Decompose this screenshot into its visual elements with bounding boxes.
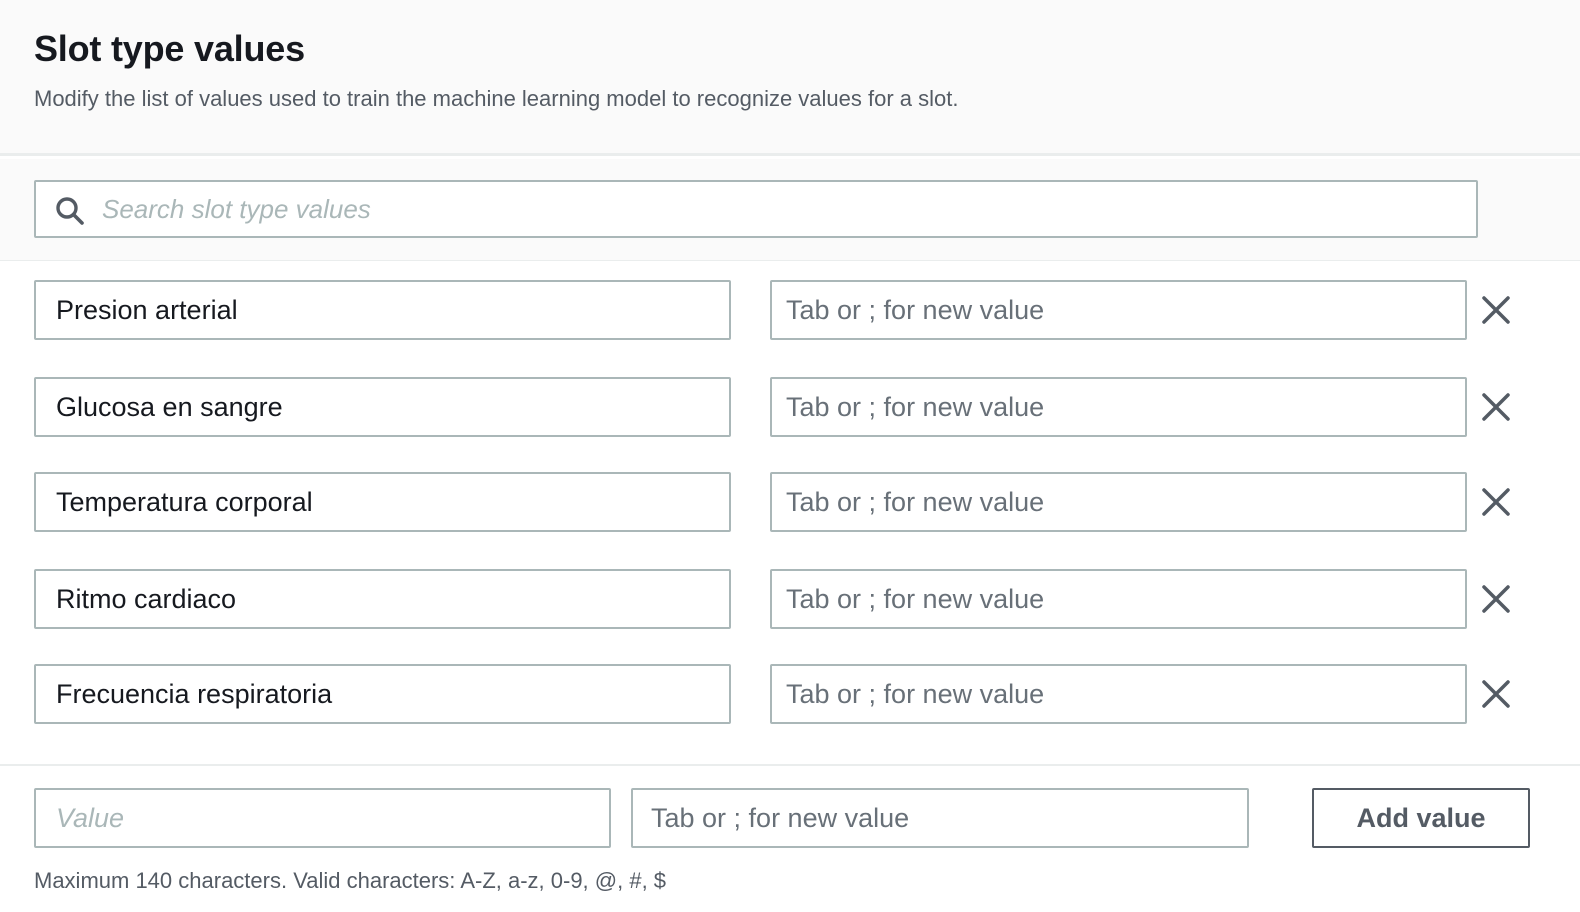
new-value-field-wrapper (34, 788, 611, 848)
constraint-hint: Maximum 140 characters. Valid characters… (34, 868, 667, 893)
synonyms-field-wrapper (770, 280, 1467, 340)
new-synonyms-field-wrapper (631, 788, 1249, 848)
add-value-section: Add value Maximum 140 characters. Valid … (0, 764, 1580, 912)
section-title: Slot type values (34, 28, 305, 69)
synonyms-field-wrapper (770, 377, 1467, 437)
search-input[interactable] (102, 182, 1462, 236)
value-field-wrapper (34, 280, 731, 340)
search-box[interactable] (34, 180, 1478, 238)
remove-value-button[interactable] (1476, 674, 1516, 714)
synonyms-input[interactable] (772, 666, 1465, 722)
search-section (0, 159, 1580, 261)
slot-value-row (0, 664, 1580, 724)
synonyms-input[interactable] (772, 571, 1465, 627)
search-icon (56, 197, 84, 225)
slot-value-row (0, 569, 1580, 629)
synonyms-input[interactable] (772, 282, 1465, 338)
remove-value-button[interactable] (1476, 482, 1516, 522)
close-icon (1482, 488, 1510, 516)
slot-value-row (0, 472, 1580, 532)
value-field-wrapper (34, 664, 731, 724)
value-field-wrapper (34, 472, 731, 532)
close-icon (1482, 585, 1510, 613)
value-field-wrapper (34, 377, 731, 437)
new-value-input[interactable] (36, 790, 609, 846)
remove-value-button[interactable] (1476, 290, 1516, 330)
slot-value-input[interactable] (36, 282, 729, 338)
new-synonyms-input[interactable] (633, 790, 1247, 846)
section-description: Modify the list of values used to train … (34, 86, 959, 111)
slot-value-input[interactable] (36, 474, 729, 530)
remove-value-button[interactable] (1476, 579, 1516, 619)
synonyms-field-wrapper (770, 664, 1467, 724)
section-header: Slot type values Modify the list of valu… (0, 0, 1580, 156)
value-field-wrapper (34, 569, 731, 629)
synonyms-input[interactable] (772, 474, 1465, 530)
add-value-button[interactable]: Add value (1312, 788, 1530, 848)
synonyms-field-wrapper (770, 569, 1467, 629)
slot-value-input[interactable] (36, 571, 729, 627)
slot-value-input[interactable] (36, 666, 729, 722)
close-icon (1482, 296, 1510, 324)
slot-values-list (0, 262, 1580, 764)
slot-value-row (0, 280, 1580, 340)
slot-value-row (0, 377, 1580, 437)
close-icon (1482, 680, 1510, 708)
slot-value-input[interactable] (36, 379, 729, 435)
close-icon (1482, 393, 1510, 421)
synonyms-input[interactable] (772, 379, 1465, 435)
remove-value-button[interactable] (1476, 387, 1516, 427)
synonyms-field-wrapper (770, 472, 1467, 532)
